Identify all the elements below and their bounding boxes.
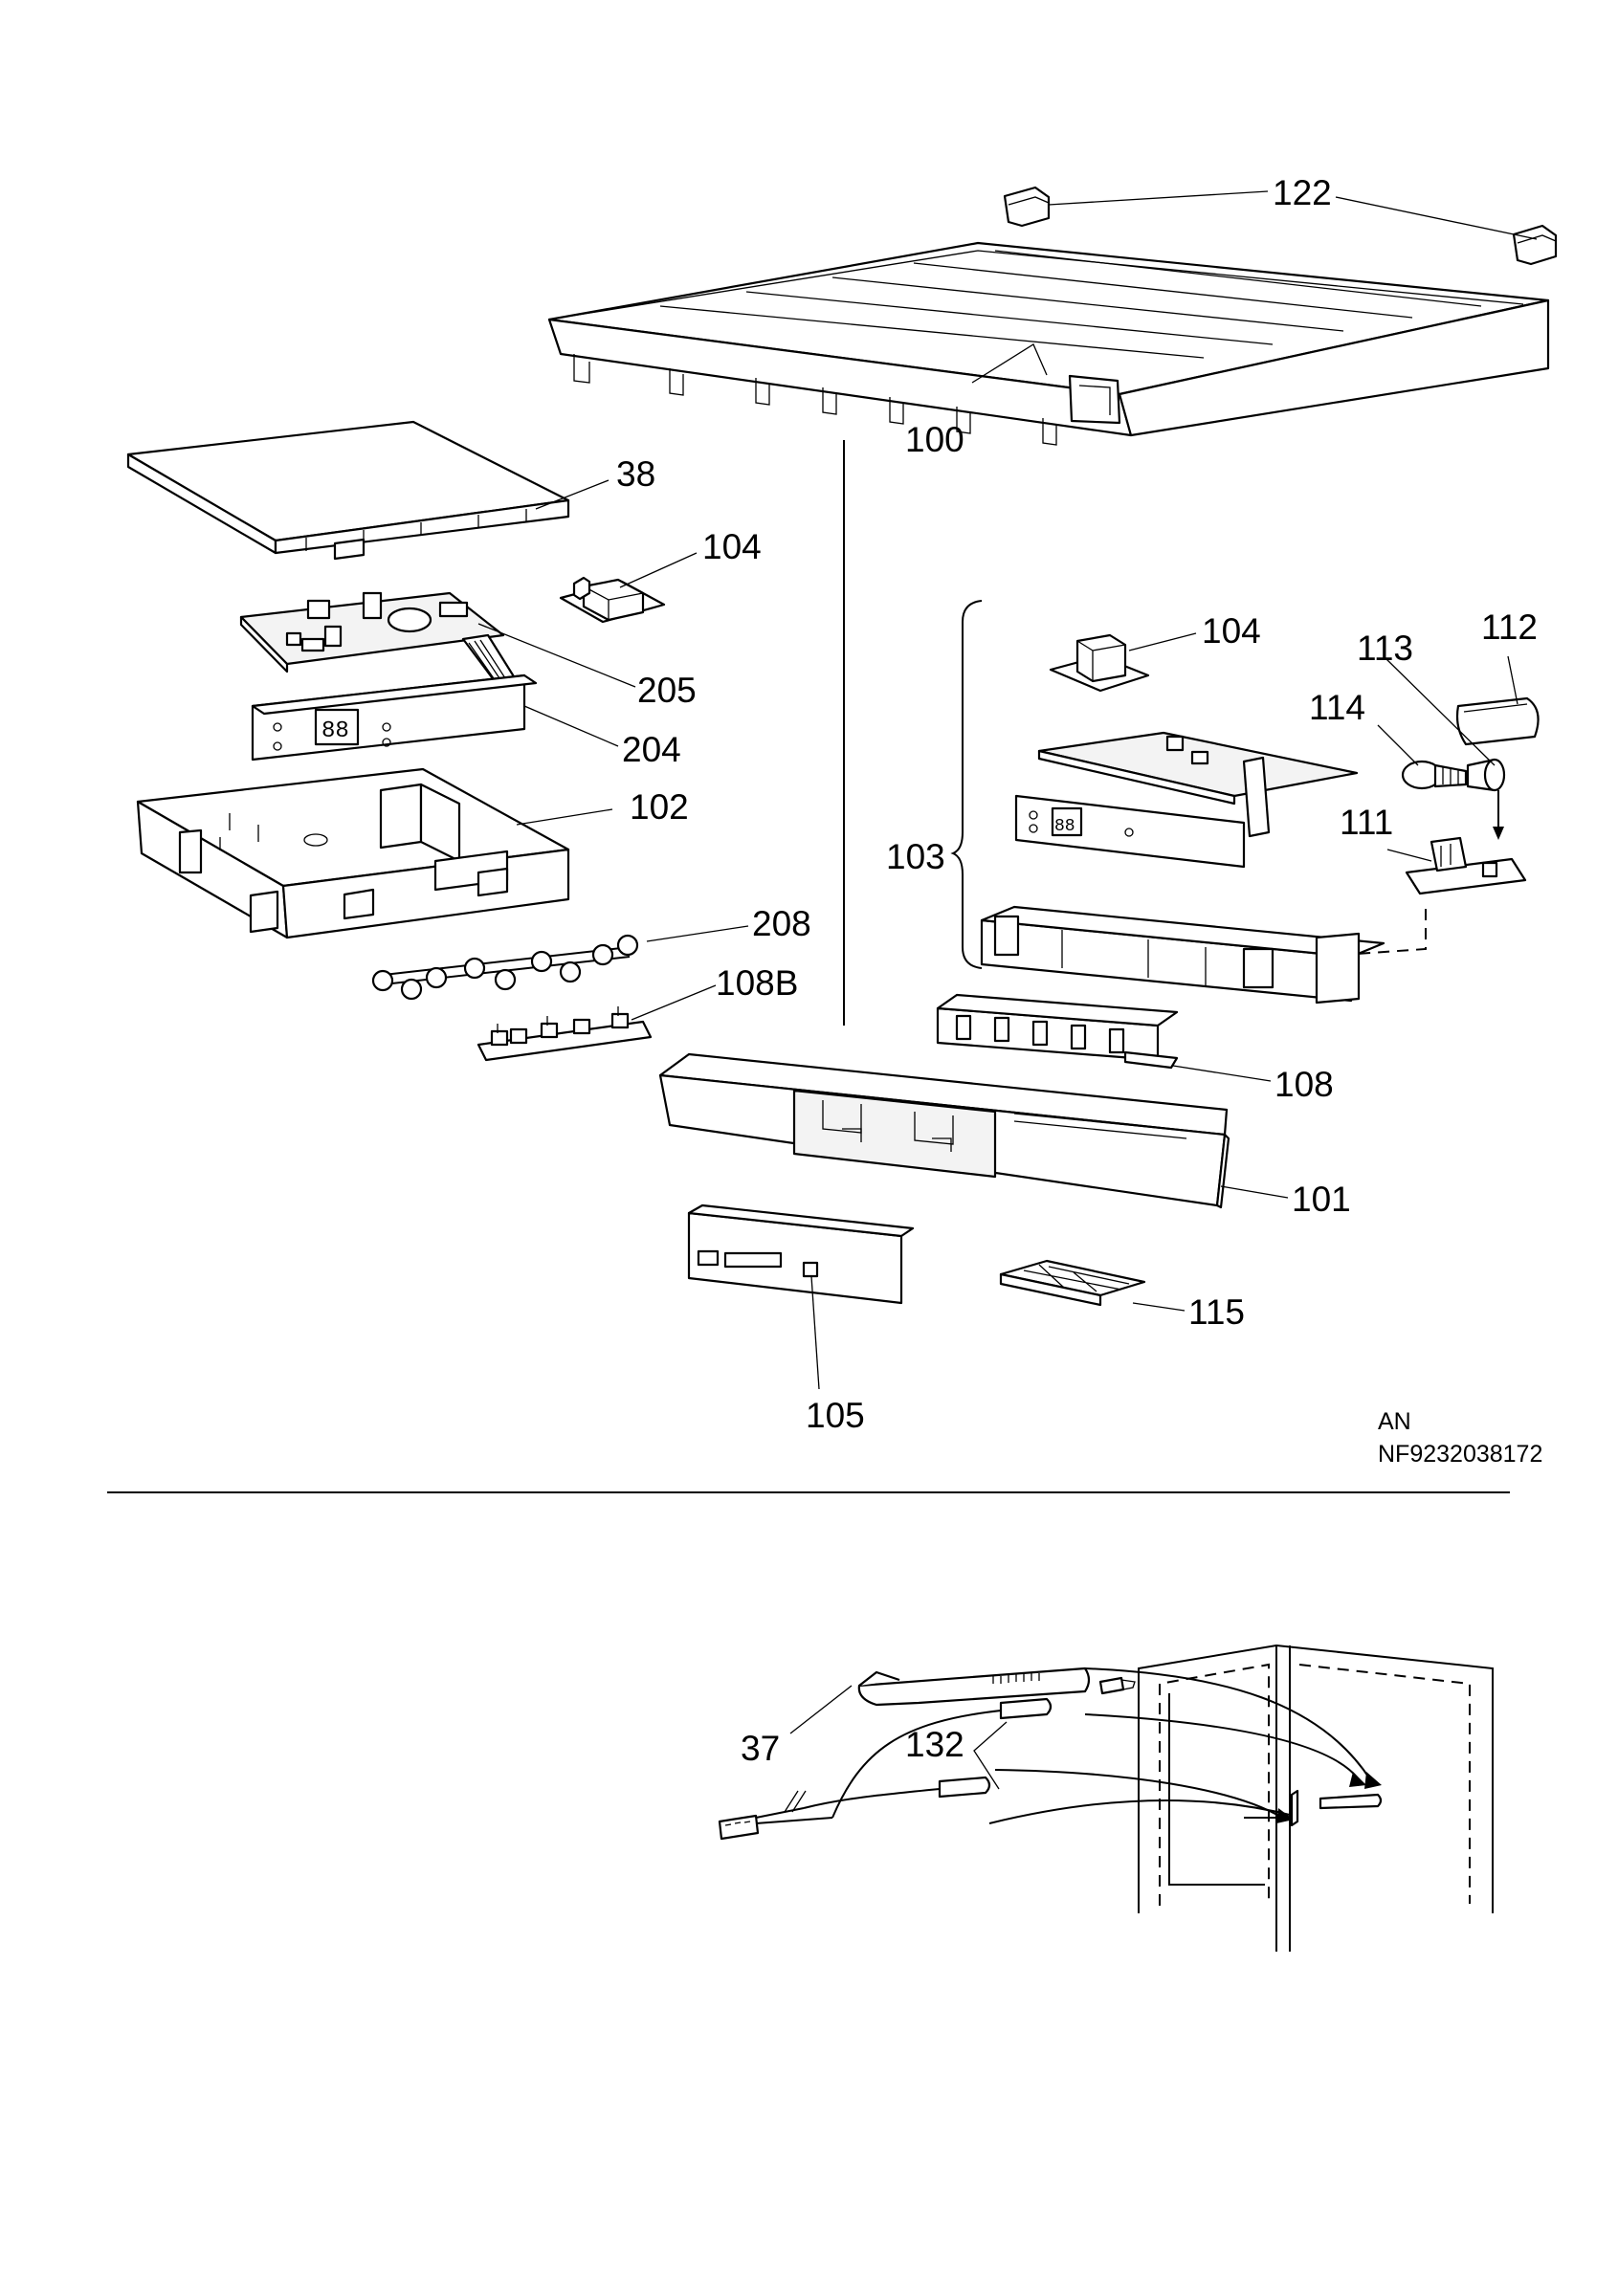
svg-text:88: 88 (321, 718, 349, 744)
switch-assembly-b (477, 1006, 653, 1062)
label-112: 112 (1481, 607, 1538, 647)
clip-37 (857, 1667, 1091, 1707)
label-100: 100 (905, 420, 964, 459)
cap-112 (1455, 696, 1540, 746)
holder-111 (1405, 836, 1527, 895)
socket-113 (1466, 758, 1506, 840)
end-cap-left (1003, 186, 1051, 228)
cover-38 (126, 420, 570, 561)
end-cap-right (1512, 224, 1558, 266)
grille-115 (999, 1259, 1146, 1307)
callout-labels: 122 100 38 104 205 204 102 208 108B 104 … (616, 173, 1538, 1768)
arrow-sensor-2 (994, 1769, 1283, 1819)
kit-display-board: 88 (1014, 794, 1246, 869)
kit-main-board (1037, 731, 1359, 838)
label-113: 113 (1357, 629, 1413, 668)
top-cover (547, 241, 1550, 446)
label-37: 37 (741, 1729, 780, 1768)
main-board (239, 591, 519, 687)
label-114: 114 (1309, 688, 1365, 727)
kit-bracket (950, 600, 983, 969)
label-102: 102 (630, 787, 689, 827)
label-108b: 108B (716, 963, 798, 1003)
control-housing (136, 767, 570, 939)
reference-line-1: AN (1378, 1408, 1411, 1435)
label-101: 101 (1292, 1180, 1351, 1219)
label-205: 205 (637, 671, 697, 710)
module-right (1049, 633, 1150, 693)
screw (1098, 1676, 1136, 1695)
arrow-sensor-3 (988, 1799, 1295, 1824)
leader-lines (477, 190, 1538, 1790)
label-105: 105 (806, 1396, 865, 1435)
display-board: 88 (251, 673, 538, 762)
label-104-right: 104 (1202, 611, 1261, 651)
sensor-132 (718, 1697, 1053, 1841)
label-104-left: 104 (702, 527, 762, 566)
reference-code: AN NF9232038172 (1378, 1408, 1542, 1468)
module-left (559, 576, 666, 624)
cabinet-outline (1138, 1644, 1494, 1952)
svg-text:88: 88 (1054, 817, 1075, 836)
label-108: 108 (1274, 1065, 1334, 1104)
label-38: 38 (616, 454, 655, 494)
front-panel-101 (658, 1052, 1230, 1209)
panel-105 (687, 1203, 915, 1305)
label-111: 111 (1340, 803, 1393, 842)
reference-line-2: NF9232038172 (1378, 1441, 1542, 1468)
spring-strip (371, 934, 639, 1001)
label-132: 132 (905, 1725, 964, 1764)
kit-housing (980, 905, 1385, 1004)
arrow-clip (1084, 1667, 1371, 1780)
label-115: 115 (1188, 1292, 1245, 1332)
bulb-114 (1401, 760, 1468, 790)
label-208: 208 (752, 904, 811, 943)
label-103: 103 (886, 837, 945, 876)
label-122: 122 (1273, 173, 1332, 212)
switch-assembly-108 (936, 993, 1179, 1070)
label-204: 204 (622, 730, 681, 769)
arrow-sensor-1 (1084, 1713, 1360, 1780)
